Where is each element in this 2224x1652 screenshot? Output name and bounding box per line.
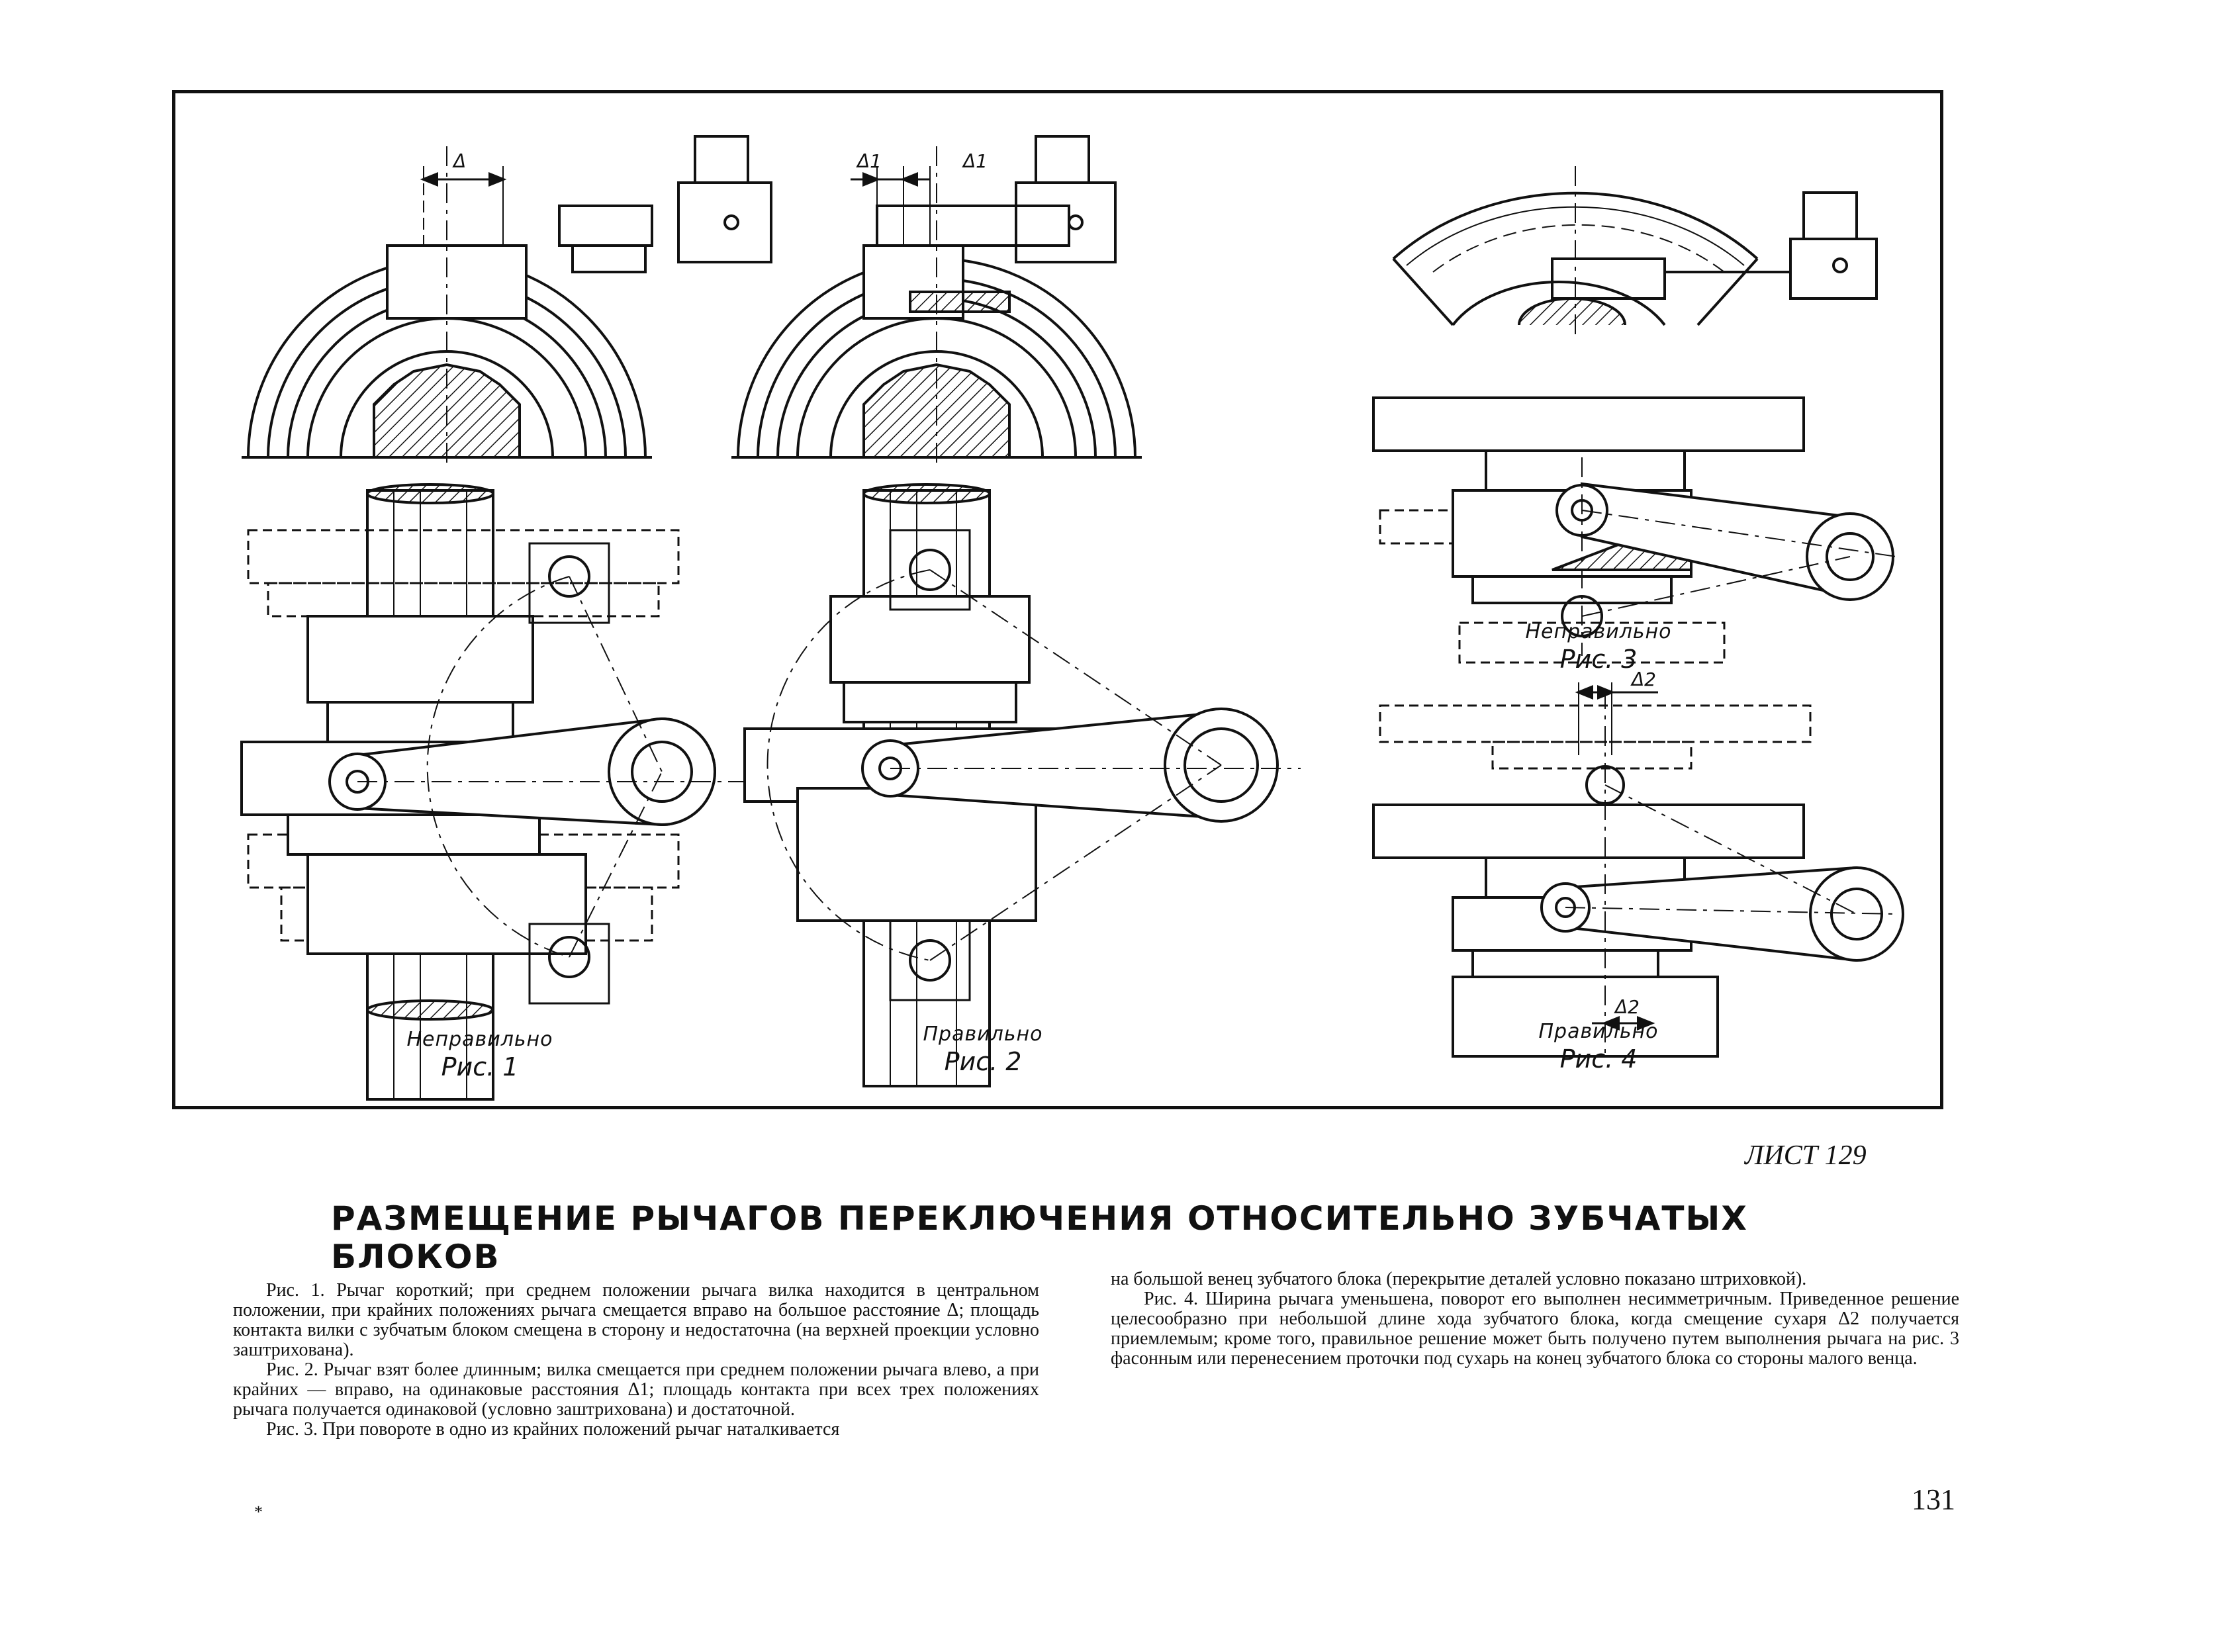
drawing-frame: Δ Δ1 Δ1 Δ2 Δ2 Неправильно Рис. 1 Правиль… [172,90,1943,1109]
fig2-dimension-label-left: Δ1 [856,150,882,172]
figure-3-drawing [1372,166,1897,664]
footnote-mark: * [254,1502,263,1522]
page-number: 131 [1912,1483,1955,1516]
paragraph-fig2: Рис. 2. Рычаг взят более длинным; вилка … [233,1359,1039,1420]
paragraph-fig3-end: на большой венец зубчатого блока (перекр… [1111,1269,1807,1289]
figure-3-verdict: Неправильно [1525,620,1672,643]
figure-1-label: Рис. 1 [441,1052,519,1081]
figure-3-caption: Неправильно Рис. 3 [1466,620,1731,674]
figure-2-drawing [731,135,1301,1087]
paragraph-fig1: Рис. 1. Рычаг короткий; при среднем поло… [233,1280,1039,1360]
figure-1-verdict: Неправильно [406,1028,553,1051]
fig1-dimension-label: Δ [452,150,466,172]
paragraph-fig3-start: Рис. 3. При повороте в одно из крайних п… [266,1419,840,1440]
text-column-left: Рис. 1. Рычаг короткий; при среднем поло… [233,1281,1039,1440]
figure-1-caption: Неправильно Рис. 1 [348,1028,612,1081]
figure-4-caption: Правильно Рис. 4 [1466,1020,1731,1074]
figure-2-label: Рис. 2 [944,1047,1022,1076]
fig4-dimension-label-top: Δ2 [1630,668,1656,690]
paragraph-fig4: Рис. 4. Ширина рычага уменьшена, поворот… [1111,1289,1959,1369]
fig2-dimension-label-right: Δ1 [962,150,988,172]
figure-4-verdict: Правильно [1538,1020,1659,1043]
figure-2-caption: Правильно Рис. 2 [851,1023,1115,1076]
page-title: РАЗМЕЩЕНИЕ РЫЧАГОВ ПЕРЕКЛЮЧЕНИЯ ОТНОСИТЕ… [331,1199,1748,1276]
figure-4-label: Рис. 4 [1559,1044,1638,1074]
figure-2-verdict: Правильно [923,1023,1043,1046]
figure-4-drawing [1372,682,1904,1058]
sheet-label: ЛИСТ 129 [1745,1140,1867,1171]
figure-3-label: Рис. 3 [1559,645,1638,674]
figure-1-drawing [240,135,772,1101]
fig4-dimension-label-bottom: Δ2 [1614,996,1640,1018]
text-column-right: на большой венец зубчатого блока (перекр… [1111,1269,1959,1369]
technical-drawing: Δ Δ1 Δ1 Δ2 Δ2 [240,135,1904,1101]
